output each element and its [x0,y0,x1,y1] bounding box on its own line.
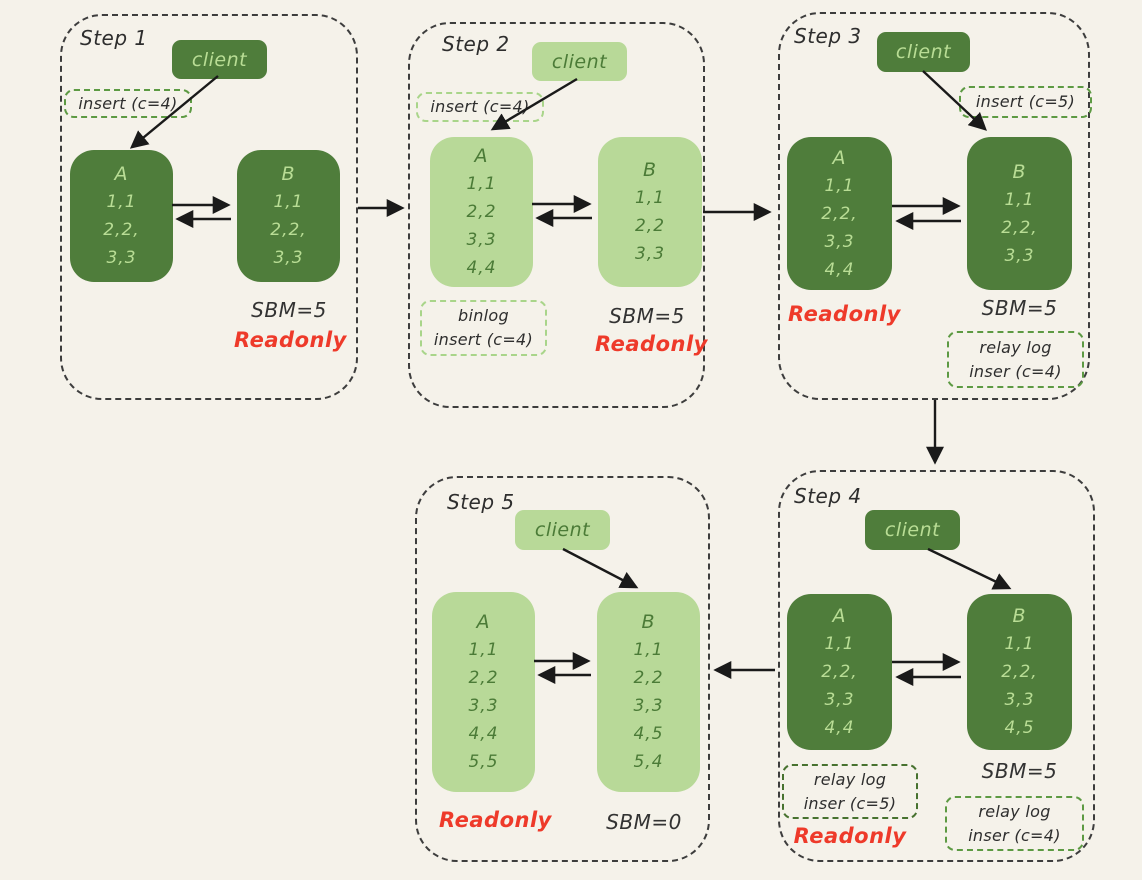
step4-container: Step 4 client A 1,1 2,2, 3,3 4,4 B 1,1 2… [778,470,1095,862]
step4-client-node: client [865,510,960,550]
step5-node-b: B 1,1 2,2 3,3 4,5 5,4 [597,592,700,792]
step2-node-b: B 1,1 2,2 3,3 [598,137,702,287]
table-row: 3,3 [106,248,137,268]
step2-readonly-label: Readonly [595,332,708,356]
step5-node-a: A 1,1 2,2 3,3 4,4 5,5 [432,592,535,792]
table-row: 4,4 [468,724,499,744]
table-row: 4,4 [824,718,855,738]
table-row: 1,1 [1004,634,1035,654]
step3-insert-tag: insert (c=5) [959,86,1092,118]
step2-binlog-tag: binlog insert (c=4) [420,300,547,356]
step2-insert-tag: insert (c=4) [416,92,544,122]
step4-label: Step 4 [794,484,862,508]
step4-relay-log-c5-tag: relay log inser (c=5) [782,764,918,819]
table-row: 3,3 [273,248,304,268]
table-row: 5,5 [468,752,499,772]
step3-node-a-title: A [832,146,847,169]
step1-readonly-label: Readonly [234,328,347,352]
step3-readonly-label: Readonly [788,302,901,326]
table-row: 1,1 [106,192,137,212]
table-row: 3,3 [468,696,499,716]
step5-readonly-label: Readonly [439,808,552,832]
table-row: 1,1 [824,175,855,196]
step1-client-label: client [191,48,248,71]
table-row: 3,3 [634,244,666,264]
table-row: 2,2 [633,668,664,688]
table-row: 2,2, [821,662,858,682]
step3-label: Step 3 [794,24,862,48]
table-row: 1,1 [633,640,664,660]
table-row: 5,4 [633,752,664,772]
step2-container: Step 2 client insert (c=4) A 1,1 2,2 3,3… [408,22,708,408]
table-row: 2,2, [270,220,307,240]
step1-node-b: B 1,1 2,2, 3,3 [237,150,340,282]
table-row: 2,2 [468,668,499,688]
table-row: 1,1 [466,174,497,194]
step2-node-a: A 1,1 2,2 3,3 4,4 [430,137,533,287]
step3-container: Step 3 client insert (c=5) A 1,1 2,2, 3,… [778,12,1092,400]
table-row: 1,1 [1004,189,1035,210]
step3-relay-log-tag: relay log inser (c=4) [947,331,1084,388]
table-row: 2,2 [466,202,497,222]
step2-node-a-title: A [474,145,489,167]
table-row: 3,3 [1004,690,1035,710]
step1-insert-tag: insert (c=4) [64,89,192,118]
table-row: 2,2, [103,220,140,240]
table-row: 4,5 [633,724,664,744]
table-row: 3,3 [824,231,855,252]
step4-node-a-title: A [832,605,847,627]
step1-client-node: client [172,40,267,79]
table-row: 1,1 [273,192,304,212]
table-row: 4,4 [824,259,855,280]
table-row: 3,3 [633,696,664,716]
step2-label: Step 2 [442,32,510,56]
table-row: 2,2, [1001,217,1038,238]
step1-node-a-title: A [114,163,129,185]
step1-label: Step 1 [80,26,148,50]
table-row: 4,4 [466,258,497,278]
step2-node-b-title: B [642,159,658,181]
table-row: 2,2 [634,216,666,236]
step1-container: Step 1 client insert (c=4) A 1,1 2,2, 3,… [60,14,358,400]
step1-sbm-label: SBM=5 [251,298,327,322]
table-row: 3,3 [824,690,855,710]
step5-label: Step 5 [447,490,515,514]
step2-client-node: client [532,42,627,81]
step2-client-label: client [551,50,608,73]
step3-node-b: B 1,1 2,2, 3,3 [967,137,1072,290]
step4-sbm-label: SBM=5 [981,759,1058,783]
step5-client-label: client [534,519,591,541]
step5-node-a-title: A [476,611,491,633]
table-row: 3,3 [1004,245,1035,266]
table-row: 3,3 [466,230,497,250]
table-row: 2,2, [821,203,858,224]
table-row: 2,2, [1001,662,1038,682]
step1-node-a: A 1,1 2,2, 3,3 [70,150,173,282]
step4-readonly-label: Readonly [793,824,907,848]
step4-node-b-title: B [1012,605,1027,627]
step3-sbm-label: SBM=5 [981,296,1058,320]
step5-container: Step 5 client A 1,1 2,2 3,3 4,4 5,5 B 1,… [415,476,710,862]
step3-client-node: client [877,32,970,72]
step3-node-a: A 1,1 2,2, 3,3 4,4 [787,137,892,290]
table-row: 4,5 [1004,718,1035,738]
step2-sbm-label: SBM=5 [609,304,685,328]
step4-node-a: A 1,1 2,2, 3,3 4,4 [787,594,892,750]
step5-client-node: client [515,510,610,550]
step1-node-b-title: B [281,163,296,185]
step3-node-b-title: B [1012,160,1027,183]
step4-relay-log-c4-tag: relay log inser (c=4) [945,796,1084,851]
step5-sbm-label: SBM=0 [606,810,682,834]
step3-client-label: client [895,41,952,63]
table-row: 1,1 [634,188,666,208]
table-row: 1,1 [824,634,855,654]
step5-node-b-title: B [641,611,656,633]
step4-node-b: B 1,1 2,2, 3,3 4,5 [967,594,1072,750]
table-row: 1,1 [468,640,499,660]
step4-client-label: client [884,519,941,541]
